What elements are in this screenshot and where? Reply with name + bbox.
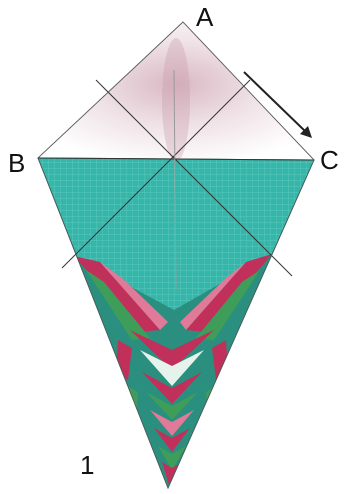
point-label-c: C [320, 147, 339, 173]
point-label-b: B [8, 150, 25, 176]
upper-paper-shading [162, 38, 190, 162]
point-label-a: A [196, 4, 213, 30]
step-number: 1 [80, 452, 94, 478]
